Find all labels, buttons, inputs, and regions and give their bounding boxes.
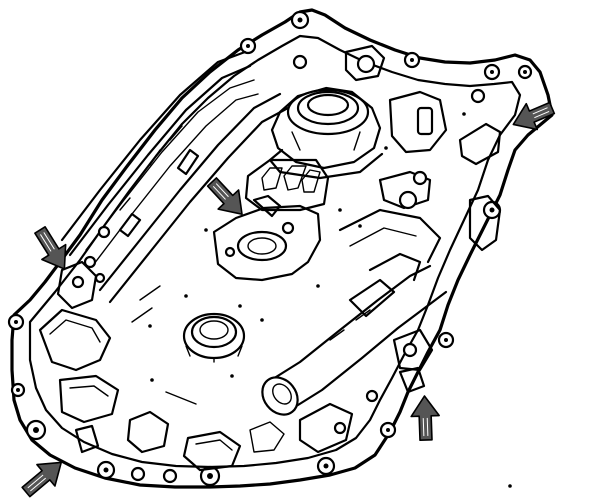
housing-outline [10,8,554,489]
callout-arrow-icon [512,101,556,131]
detail-dots [148,112,512,488]
center-filter [182,312,246,363]
left-rails [60,50,290,304]
callout-arrow-icon [21,461,63,498]
left-pockets [38,255,242,472]
top-bearing [268,86,384,180]
shaft-tube [261,252,448,416]
callout-arrow-icon [410,395,440,442]
callout-arrow-icon [206,177,243,215]
upper-right-plate [292,44,502,252]
right-castings [131,208,442,454]
callout-arrow-icon [34,226,67,270]
center-valve-body [212,158,330,282]
